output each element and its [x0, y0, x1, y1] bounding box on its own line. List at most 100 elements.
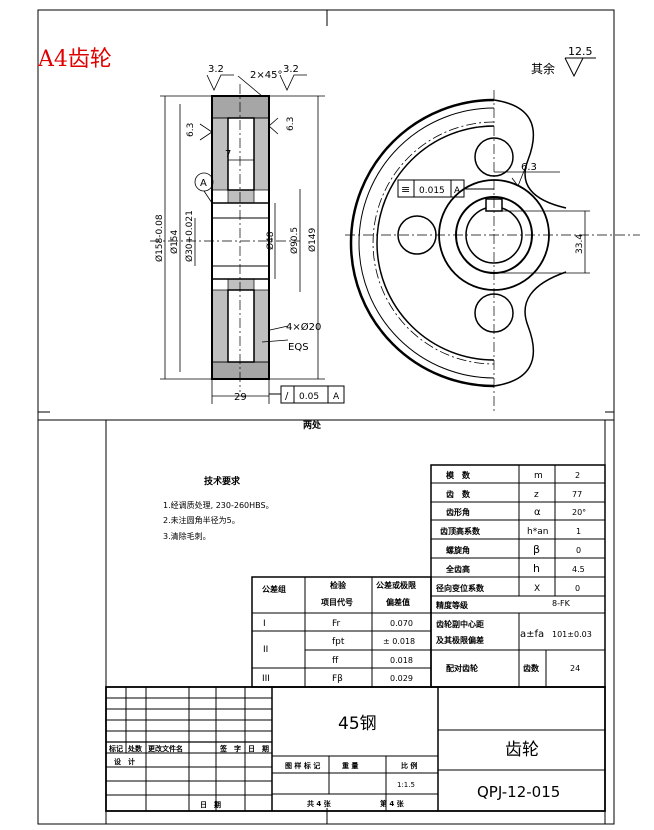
note-two-places: 两处	[303, 419, 322, 431]
svg-text:EQS: EQS	[288, 342, 309, 353]
svg-text:29: 29	[234, 392, 247, 403]
svg-text:其余: 其余	[531, 61, 555, 76]
svg-text:1: 1	[576, 527, 581, 536]
svg-text:处数: 处数	[127, 744, 143, 753]
svg-text:径向变位系数: 径向变位系数	[436, 583, 485, 593]
svg-text:Ø158-0.08: Ø158-0.08	[154, 214, 165, 262]
svg-text:标记: 标记	[108, 744, 123, 753]
param-rows: 模 数 m 2 齿 数 z 77 齿形角 α 20° 齿顶高系数 h*an 1 …	[436, 470, 592, 673]
svg-text:24: 24	[570, 664, 580, 673]
svg-text:X: X	[534, 584, 540, 594]
svg-text:0.05: 0.05	[299, 392, 319, 402]
front-dimensions	[160, 74, 325, 404]
svg-text:II: II	[263, 645, 268, 655]
svg-text:日 期: 日 期	[200, 800, 221, 809]
svg-text:h: h	[533, 562, 540, 575]
gear-side-view	[345, 90, 640, 412]
svg-text:m: m	[534, 471, 543, 481]
svg-text:齿形角: 齿形角	[446, 507, 470, 517]
svg-text:Ø90.5: Ø90.5	[289, 227, 300, 254]
svg-text:全齿高: 全齿高	[445, 564, 470, 574]
part-name: 齿轮	[505, 740, 539, 760]
svg-text:项目代号: 项目代号	[321, 597, 353, 607]
svg-text:/: /	[285, 391, 289, 402]
svg-text:设 计: 设 计	[114, 757, 135, 766]
svg-text:3.2: 3.2	[208, 64, 224, 75]
svg-text:公差组: 公差组	[262, 584, 286, 594]
svg-text:Fr: Fr	[332, 619, 341, 629]
roughness-general: 12.5 其余	[531, 45, 596, 78]
svg-text:I: I	[263, 619, 266, 629]
svg-text:齿数: 齿数	[523, 663, 540, 673]
svg-text:h*an: h*an	[527, 527, 548, 537]
svg-text:0: 0	[576, 546, 581, 555]
svg-text:ff: ff	[332, 656, 339, 666]
svg-text:配对齿轮: 配对齿轮	[446, 663, 478, 673]
hatching	[211, 95, 270, 380]
svg-text:3.2: 3.2	[283, 64, 299, 75]
svg-text:1.经调质处理, 230-260HBS。: 1.经调质处理, 230-260HBS。	[163, 500, 274, 510]
svg-text:技术要求: 技术要求	[204, 475, 241, 487]
technical-requirements: 技术要求 1.经调质处理, 230-260HBS。 2.未注圆角半径为5。 3.…	[163, 475, 274, 541]
sheet-border	[37, 9, 615, 825]
svg-text:齿 数: 齿 数	[446, 489, 471, 499]
svg-text:日 期: 日 期	[248, 744, 269, 753]
svg-text:III: III	[262, 674, 270, 684]
svg-text:图 样 标 记: 图 样 标 记	[285, 761, 320, 770]
svg-text:≡: ≡	[401, 183, 410, 196]
svg-text:± 0.018: ± 0.018	[383, 637, 415, 646]
svg-text:α: α	[534, 507, 541, 518]
title-block	[105, 686, 606, 812]
svg-text:齿顶高系数: 齿顶高系数	[440, 526, 481, 536]
svg-text:齿轮副中心距: 齿轮副中心距	[436, 619, 484, 629]
svg-text:0.018: 0.018	[390, 656, 413, 665]
svg-text:检验: 检验	[330, 580, 347, 590]
drawing-number: QPJ-12-015	[477, 783, 560, 801]
svg-text:6.3: 6.3	[286, 117, 296, 131]
svg-text:Ø30+0.021: Ø30+0.021	[184, 210, 195, 262]
svg-text:Ø48: Ø48	[265, 231, 276, 250]
svg-text:0.015: 0.015	[419, 186, 445, 196]
svg-text:0.029: 0.029	[390, 674, 413, 683]
svg-text:0.070: 0.070	[390, 619, 413, 628]
side-tolerance-frame: ≡ 0.015 A	[397, 179, 494, 198]
svg-text:螺旋角: 螺旋角	[446, 545, 470, 555]
svg-text:更改文件名: 更改文件名	[148, 744, 183, 753]
svg-text:偏差值: 偏差值	[386, 597, 410, 607]
svg-text:2.未注圆角半径为5。: 2.未注圆角半径为5。	[163, 515, 240, 525]
svg-text:重 量: 重 量	[342, 761, 358, 770]
svg-text:比 例: 比 例	[401, 761, 417, 770]
svg-text:A: A	[333, 392, 340, 402]
svg-text:及其极限偏差: 及其极限偏差	[436, 635, 484, 645]
svg-text:2×45°: 2×45°	[250, 70, 282, 81]
svg-text:1:1.5: 1:1.5	[397, 781, 415, 789]
svg-text:12.5: 12.5	[568, 45, 593, 58]
svg-text:公差或极限: 公差或极限	[376, 580, 416, 590]
svg-text:8-FK: 8-FK	[552, 599, 571, 608]
svg-text:6.3: 6.3	[186, 123, 196, 137]
svg-text:2: 2	[575, 471, 580, 480]
svg-text:Ø149: Ø149	[307, 227, 318, 252]
svg-text:Ø154: Ø154	[169, 229, 180, 254]
svg-text:模 数: 模 数	[446, 470, 471, 480]
title-block-text: 45钢 齿轮 QPJ-12-015 标记 处数 更改文件名 签 字 日 期 设 …	[108, 714, 560, 809]
svg-text:20°: 20°	[572, 508, 586, 517]
svg-text:A: A	[200, 178, 207, 189]
svg-text:7: 7	[225, 149, 231, 160]
front-tolerance-frame: / 0.05 A	[269, 385, 345, 404]
svg-text:精度等级: 精度等级	[436, 600, 469, 610]
corner-title: A4齿轮	[37, 47, 112, 72]
svg-text:A: A	[454, 186, 461, 196]
svg-text:77: 77	[572, 490, 582, 499]
svg-text:共 4 张: 共 4 张	[307, 799, 332, 808]
svg-text:a±fa: a±fa	[520, 629, 544, 640]
svg-text:4×Ø20: 4×Ø20	[286, 321, 321, 333]
keyway-dim: 33.4	[575, 234, 585, 254]
svg-text:101±0.03: 101±0.03	[552, 630, 592, 639]
gear-section-view	[150, 84, 300, 392]
svg-text:Fβ: Fβ	[332, 674, 343, 684]
svg-text:β: β	[533, 543, 540, 556]
svg-text:第 4 张: 第 4 张	[380, 799, 405, 808]
svg-text:fpt: fpt	[332, 637, 345, 647]
